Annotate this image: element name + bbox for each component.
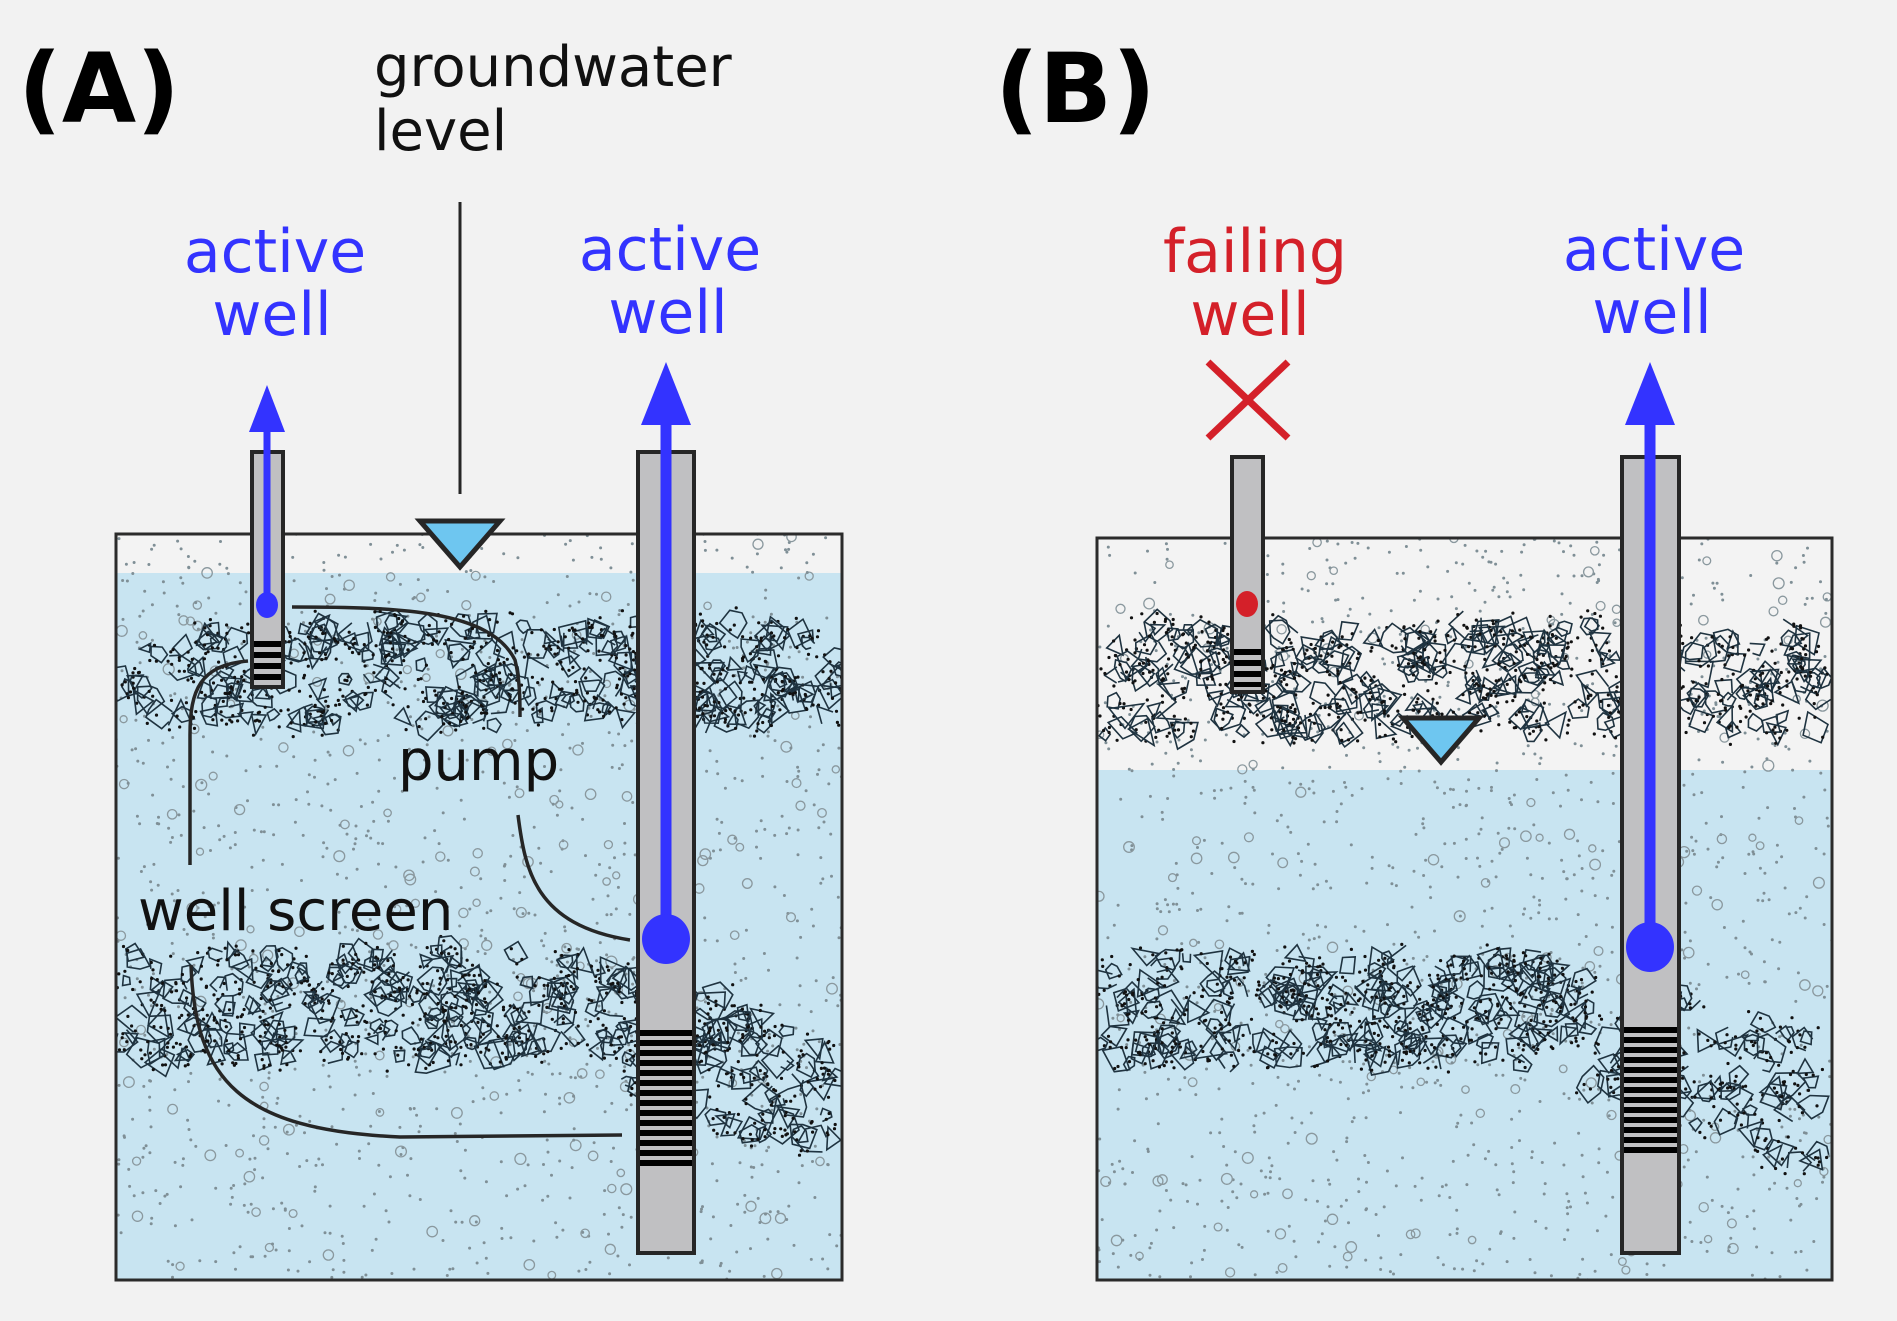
panel-a-cross-section	[116, 534, 842, 1280]
arrow-up-icon	[1625, 362, 1675, 425]
well-screen	[1234, 649, 1261, 687]
well-screen-label: well screen	[138, 879, 453, 944]
pump-icon	[256, 592, 278, 618]
groundwater-level-label-line1: groundwater	[374, 35, 733, 100]
panel-a-letter: (A)	[18, 33, 180, 145]
cross-icon	[1205, 359, 1291, 441]
well-screen-leader-line-lower	[189, 964, 623, 1139]
well-a-shallow: active well	[184, 217, 366, 689]
well-a-shallow-label-line1: active	[184, 217, 366, 287]
panel-b-cross-section	[1097, 538, 1832, 1280]
well-a-deep: active well	[579, 215, 761, 1255]
well-screen	[640, 1030, 692, 1166]
well-screen	[254, 641, 281, 680]
water-table-marker-icon	[414, 518, 506, 571]
panel-a: (A) groundwater level active well	[18, 33, 844, 1282]
arrow-up-icon	[249, 385, 285, 432]
well-a-deep-label-line1: active	[579, 215, 761, 285]
well-b-shallow-label-line2: well	[1190, 280, 1309, 350]
panel-b-letter: (B)	[995, 33, 1156, 145]
well-screen	[1624, 1027, 1677, 1153]
panel-b-frame	[1095, 536, 1834, 1282]
pump-label: pump	[398, 729, 559, 794]
well-a-deep-label-line2: well	[608, 278, 727, 348]
well-screen-leader-line-upper	[188, 659, 249, 865]
well-casing	[1230, 455, 1265, 694]
pump-leader-line-upper	[291, 605, 522, 718]
well-b-deep: active well	[1563, 215, 1745, 1255]
groundwater-level-label-line2: level	[374, 99, 507, 164]
well-b-deep-label-line1: active	[1563, 215, 1745, 285]
well-b-deep-label-line2: well	[1592, 278, 1711, 348]
pump-icon	[1626, 922, 1674, 972]
arrow-up-icon	[641, 362, 691, 425]
pump-leader-line-lower	[516, 814, 631, 942]
pump-icon	[1236, 591, 1258, 617]
panel-b: (B) failing well	[995, 33, 1834, 1282]
water-table-marker-icon	[1397, 715, 1485, 766]
well-a-shallow-label-line2: well	[212, 280, 331, 350]
well-b-shallow-failing: failing well	[1163, 217, 1347, 694]
pump-icon	[642, 914, 690, 964]
well-b-shallow-label-line1: failing	[1163, 217, 1347, 287]
